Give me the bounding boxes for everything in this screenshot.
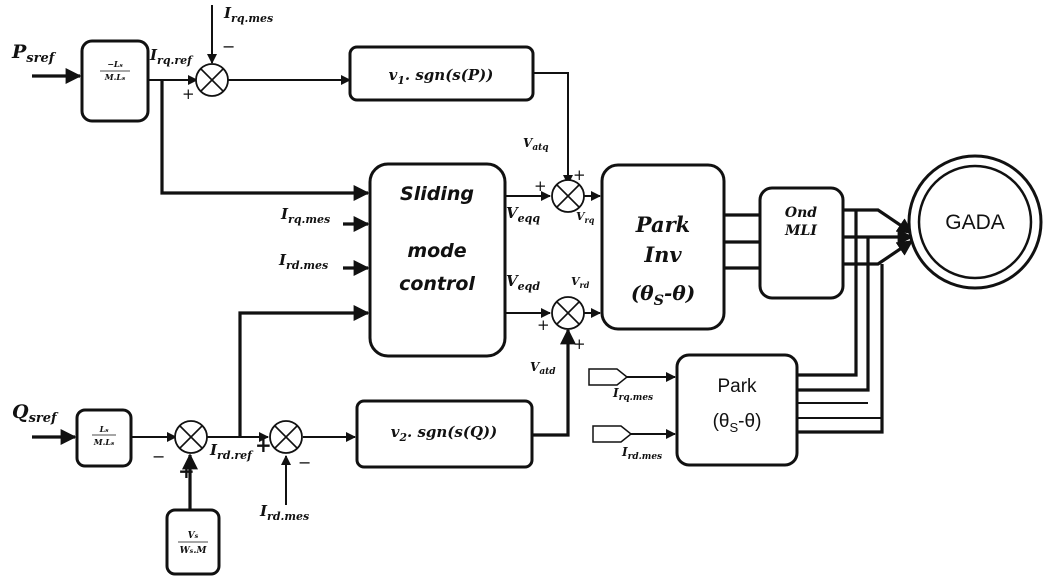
label-p-sref: Psref	[11, 41, 57, 66]
label-irq-mes-mid: Irq.mes	[280, 205, 330, 226]
v2-sgn-block: v2. sgn(s(Q))	[355, 399, 534, 469]
gain-q-num: L	[99, 424, 106, 434]
smc-line2: mode	[407, 240, 466, 262]
sliding-mode-control-block: Sliding mode control	[368, 162, 507, 358]
v2-to-sum-vrd-arrow	[532, 328, 576, 437]
label-ird-mes-bot: Ird.mes	[259, 502, 309, 523]
sum-vrq	[551, 179, 585, 213]
phase-a-out	[843, 208, 914, 235]
sign-s1-top: −	[222, 37, 235, 56]
park-inv-block: Park Inv (θS-θ)	[600, 163, 726, 331]
gain-v-block: Vs Ws.M	[165, 508, 221, 576]
label-q-sref: Qsref	[12, 401, 59, 426]
sum-vrd	[551, 296, 585, 330]
tap-b	[797, 237, 870, 392]
label-v-eqd: Veqd	[506, 272, 540, 293]
svg-text:Vs: Vs	[188, 531, 199, 541]
gain-p-num: −L	[107, 59, 120, 69]
label-ird-mes-right: Ird.mes	[621, 445, 662, 462]
ond-line1: Ond	[785, 205, 817, 221]
wires	[32, 5, 914, 510]
irq-mes-tag	[588, 368, 676, 386]
smc-line3: control	[399, 273, 475, 295]
sign-s2-left: +	[534, 177, 547, 195]
park-block: Park (θS-θ)	[675, 353, 799, 467]
svg-text:v1. sgn(s(P)): v1. sgn(s(P))	[389, 66, 494, 87]
ond-line2: MLI	[784, 223, 817, 239]
sign-s3-bottom: +	[573, 335, 586, 353]
label-v-rq: Vrq	[576, 210, 595, 225]
park-line1: Park	[717, 376, 757, 397]
svg-text:Ls: Ls	[99, 424, 110, 434]
gain-p-den: M.L	[104, 72, 123, 82]
irq-ref-to-smc-arrow	[160, 80, 370, 201]
tap-c	[797, 264, 884, 434]
park-inv-line1: Park	[635, 212, 690, 237]
svg-text:Ws.M: Ws.M	[180, 546, 208, 556]
ond-mli-block: Ond MLI	[758, 186, 845, 300]
gain-q-den: M.L	[93, 437, 112, 447]
gain-v-num: V	[188, 531, 196, 541]
v1-sgn-block: v1. sgn(s(P))	[348, 45, 535, 102]
label-irq-ref: Irq.ref	[149, 46, 194, 67]
v2-sgn-label: v	[391, 423, 400, 441]
svg-text:v2. sgn(s(Q)): v2. sgn(s(Q))	[391, 423, 497, 444]
sign-s4-left: −	[152, 447, 165, 466]
signal-labels: Psref Qsref Irq.mes Irq.ref Irq.mes Ird.…	[11, 4, 662, 523]
gain-q-block: Ls M.Ls	[75, 408, 133, 468]
label-v-atq: Vatq	[523, 136, 549, 153]
sign-s4-bottom: +	[178, 459, 195, 483]
tap-a	[797, 210, 858, 377]
svg-text:(θS-θ): (θS-θ)	[631, 281, 695, 309]
v1-sgn-label: v	[389, 66, 398, 84]
label-v-atd: Vatd	[530, 360, 556, 377]
label-ird-mes-mid: Ird.mes	[278, 251, 328, 272]
phase-c-out	[843, 239, 914, 266]
park-inv-line2: Inv	[643, 242, 682, 267]
sign-s3-left: +	[537, 316, 550, 334]
label-v-eqq: Veqq	[506, 204, 540, 225]
gada-label: GADA	[945, 211, 1005, 234]
ird-ref-to-smc-arrow	[238, 305, 370, 437]
gain-v-den: W	[180, 546, 191, 556]
sign-s5-left: +	[255, 433, 272, 457]
sign-s1-left: +	[182, 85, 195, 103]
label-irq-mes-right: Irq.mes	[612, 386, 653, 403]
sign-s5-bottom: −	[298, 453, 311, 472]
sum-ird-ref	[174, 420, 208, 454]
sum-irq	[195, 63, 229, 97]
label-irq-mes-top: Irq.mes	[223, 4, 273, 25]
smc-line1: Sliding	[400, 183, 474, 205]
summer-signs: − + + + + + + − + −	[152, 37, 586, 483]
park-inv-line3: (θ	[631, 281, 654, 305]
sum-ird	[269, 420, 303, 454]
svg-text:−Ls: −Ls	[107, 59, 123, 69]
svg-text:(θS-θ): (θS-θ)	[713, 411, 762, 435]
sign-s2-top: +	[573, 166, 586, 184]
svg-text:M.Ls: M.Ls	[93, 437, 115, 447]
gada-machine: GADA	[907, 154, 1043, 290]
label-v-rd: Vrd	[571, 275, 590, 290]
svg-text:M.Ls: M.Ls	[104, 72, 126, 82]
v1-to-sum-vrq-arrow	[533, 72, 573, 185]
gain-p-block: −Ls M.Ls	[80, 39, 150, 123]
park-line2: (θ	[713, 411, 730, 432]
ird-mes-tag	[592, 425, 676, 443]
label-ird-ref: Ird.ref	[209, 441, 254, 462]
